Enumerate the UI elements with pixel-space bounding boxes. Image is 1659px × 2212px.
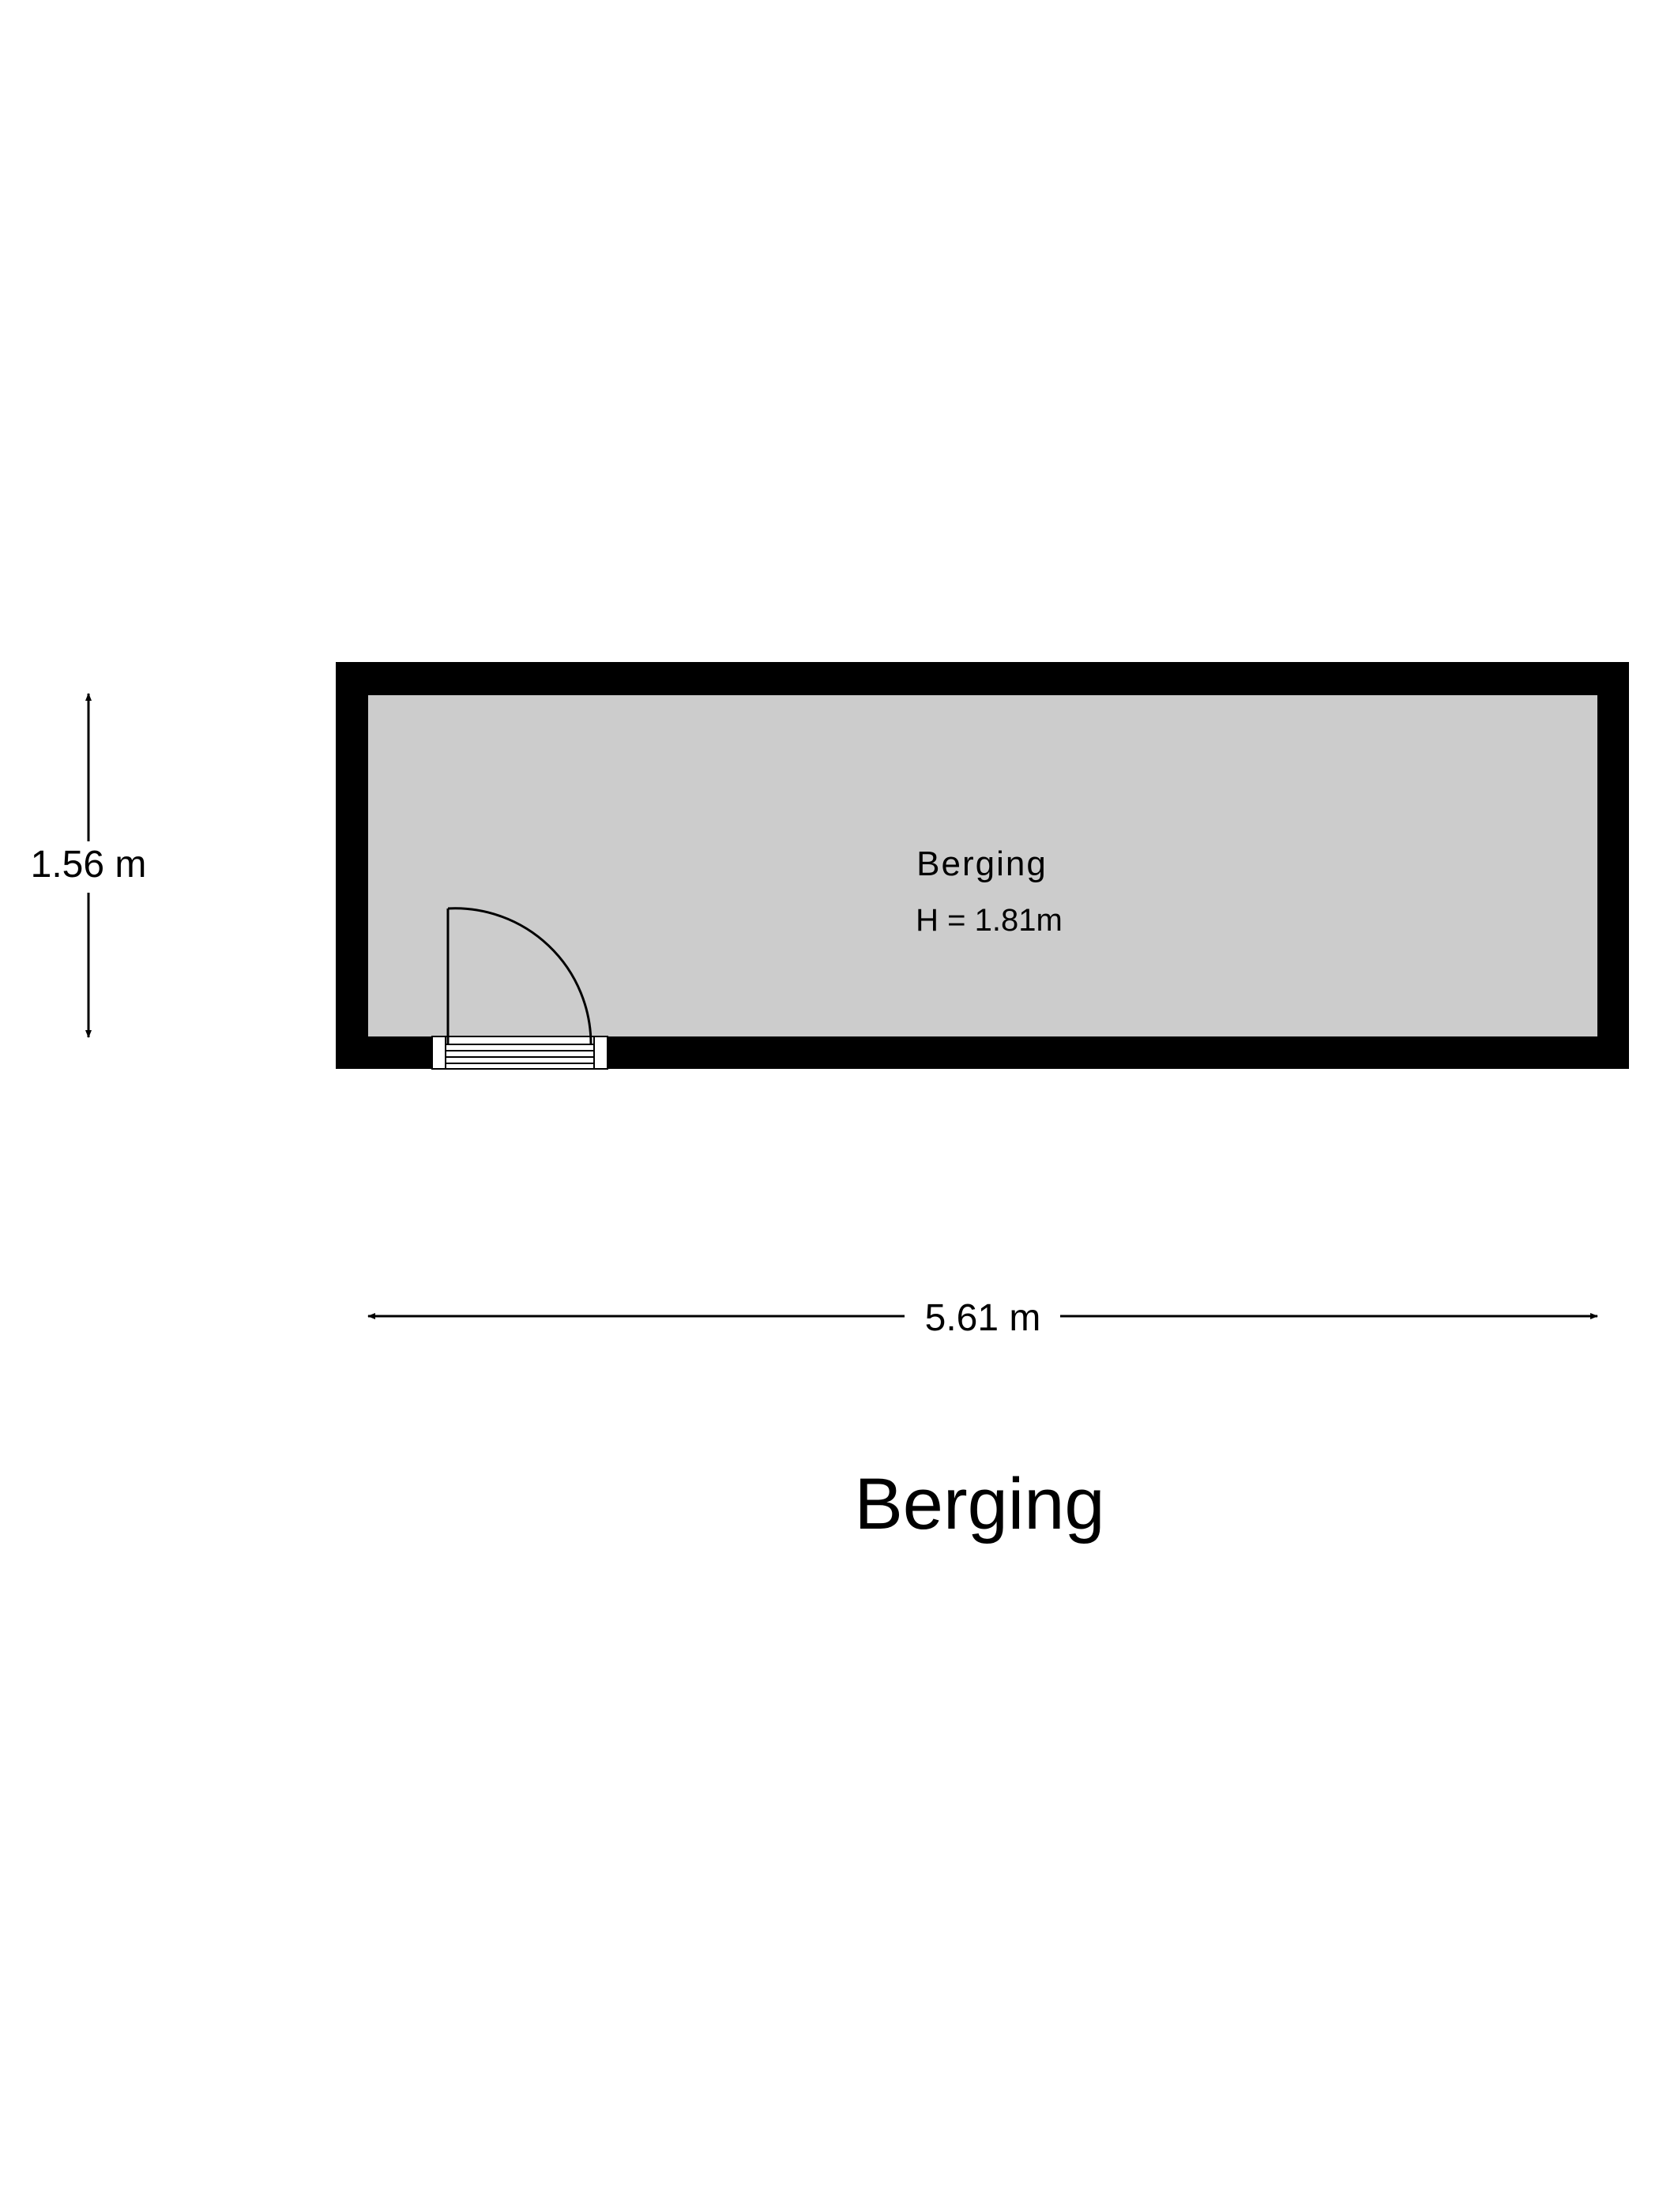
width-dimension: 5.61 m bbox=[367, 1297, 1598, 1339]
depth-dimension-label: 1.56 m bbox=[31, 844, 147, 886]
depth-dimension: 1.56 m bbox=[31, 693, 147, 1038]
door bbox=[431, 907, 608, 1070]
room-floor bbox=[368, 695, 1597, 1036]
floor-title: Berging bbox=[854, 1464, 1104, 1544]
wall-right bbox=[1597, 662, 1629, 1069]
wall-bottom-right bbox=[608, 1036, 1629, 1069]
width-dimension-label: 5.61 m bbox=[925, 1297, 1041, 1339]
wall-left bbox=[336, 662, 368, 1069]
wall-bottom-left bbox=[336, 1036, 432, 1069]
room-name-label: Berging bbox=[916, 845, 1048, 883]
walls bbox=[336, 662, 1629, 1069]
wall-top bbox=[336, 662, 1629, 695]
room-height-label: H = 1.81m bbox=[916, 903, 1063, 938]
door-swing-arc bbox=[447, 907, 592, 1045]
